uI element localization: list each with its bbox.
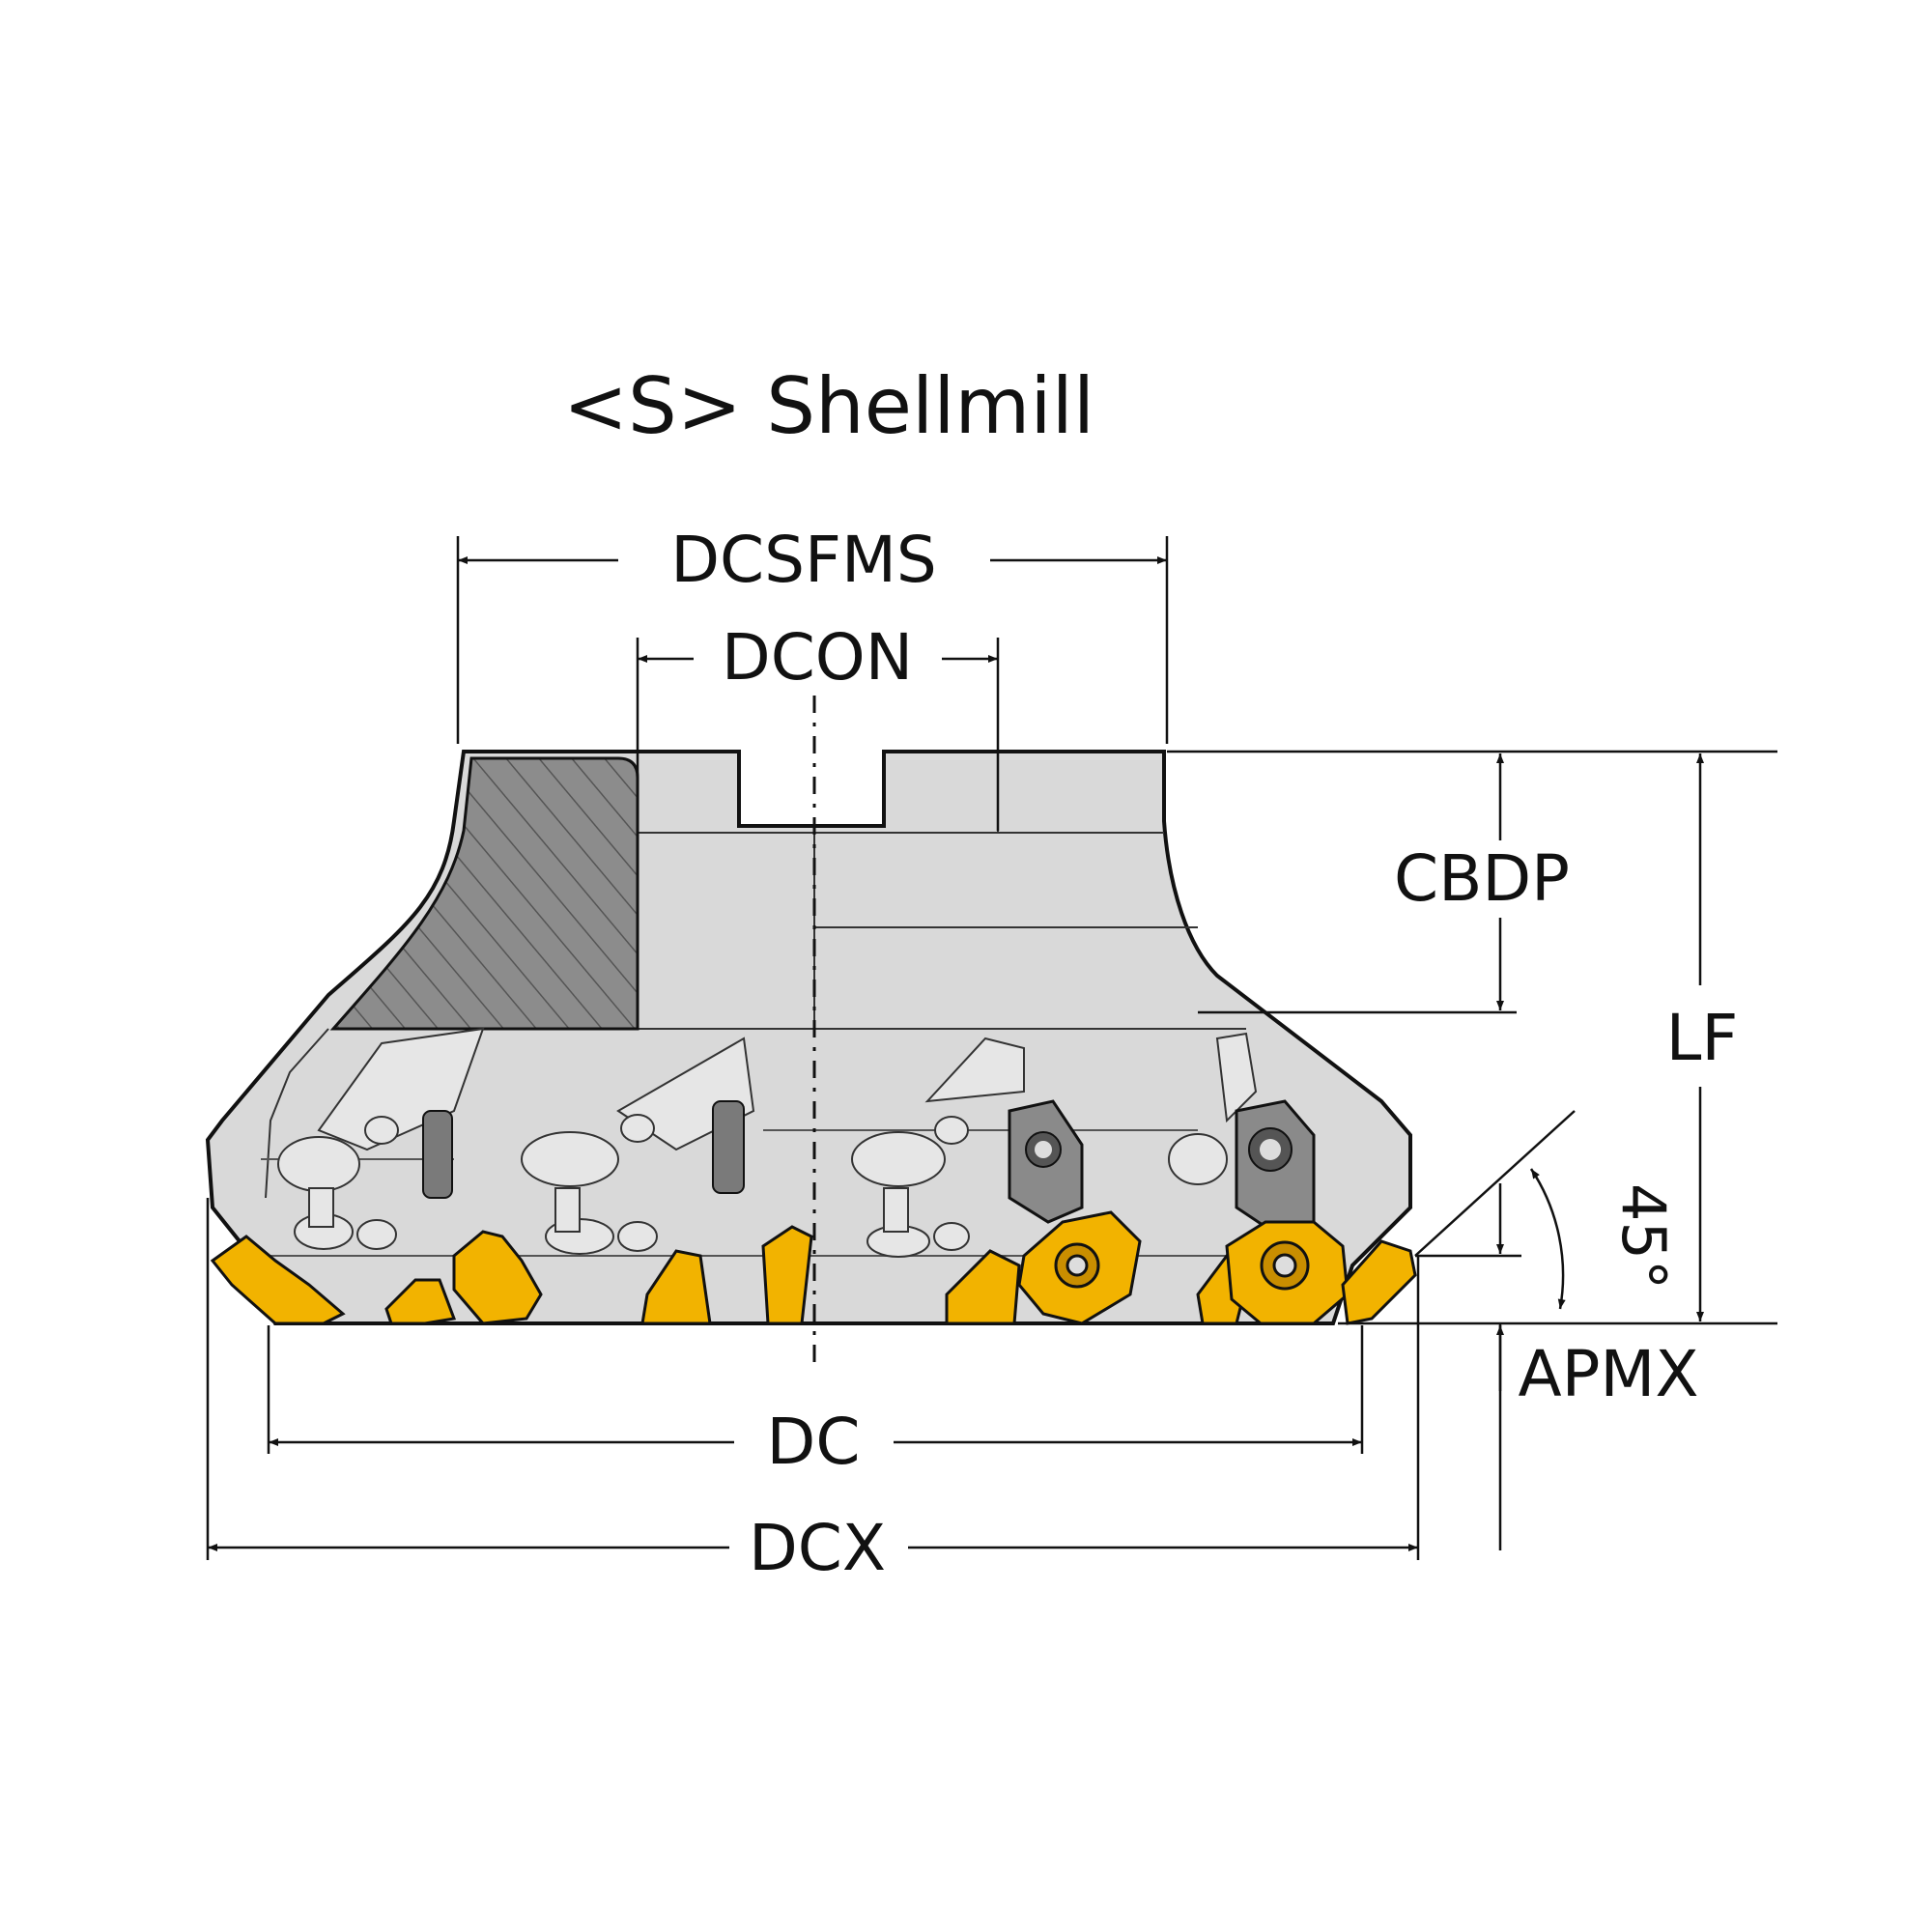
insert-3 <box>452 1230 543 1325</box>
section-hatch <box>329 756 639 1031</box>
label-lf: LF <box>1666 1001 1739 1075</box>
insert-1 <box>210 1235 346 1325</box>
insert-2 <box>384 1278 457 1325</box>
tool-body <box>205 750 1412 1325</box>
diagram-title: <S> Shellmill <box>563 361 1094 451</box>
insert-4 <box>640 1249 712 1325</box>
label-dcsfms: DCSFMS <box>670 523 937 597</box>
insert-9 <box>1225 1220 1350 1325</box>
insert-6 <box>945 1249 1021 1325</box>
cutting-inserts <box>210 1210 1417 1325</box>
insert-5 <box>761 1225 813 1325</box>
label-apmx: APMX <box>1518 1337 1698 1411</box>
label-dcx: DCX <box>749 1511 886 1585</box>
clamp-screw-2 <box>1235 1099 1316 1238</box>
insert-7 <box>1017 1210 1142 1325</box>
dimension-lines <box>206 536 1777 1560</box>
clamp-screw-1 <box>1008 1099 1084 1224</box>
label-angle: 45° <box>1608 1183 1679 1290</box>
label-cbdp: CBDP <box>1394 841 1570 916</box>
label-dcon: DCON <box>722 620 913 695</box>
label-dc: DC <box>767 1405 861 1479</box>
